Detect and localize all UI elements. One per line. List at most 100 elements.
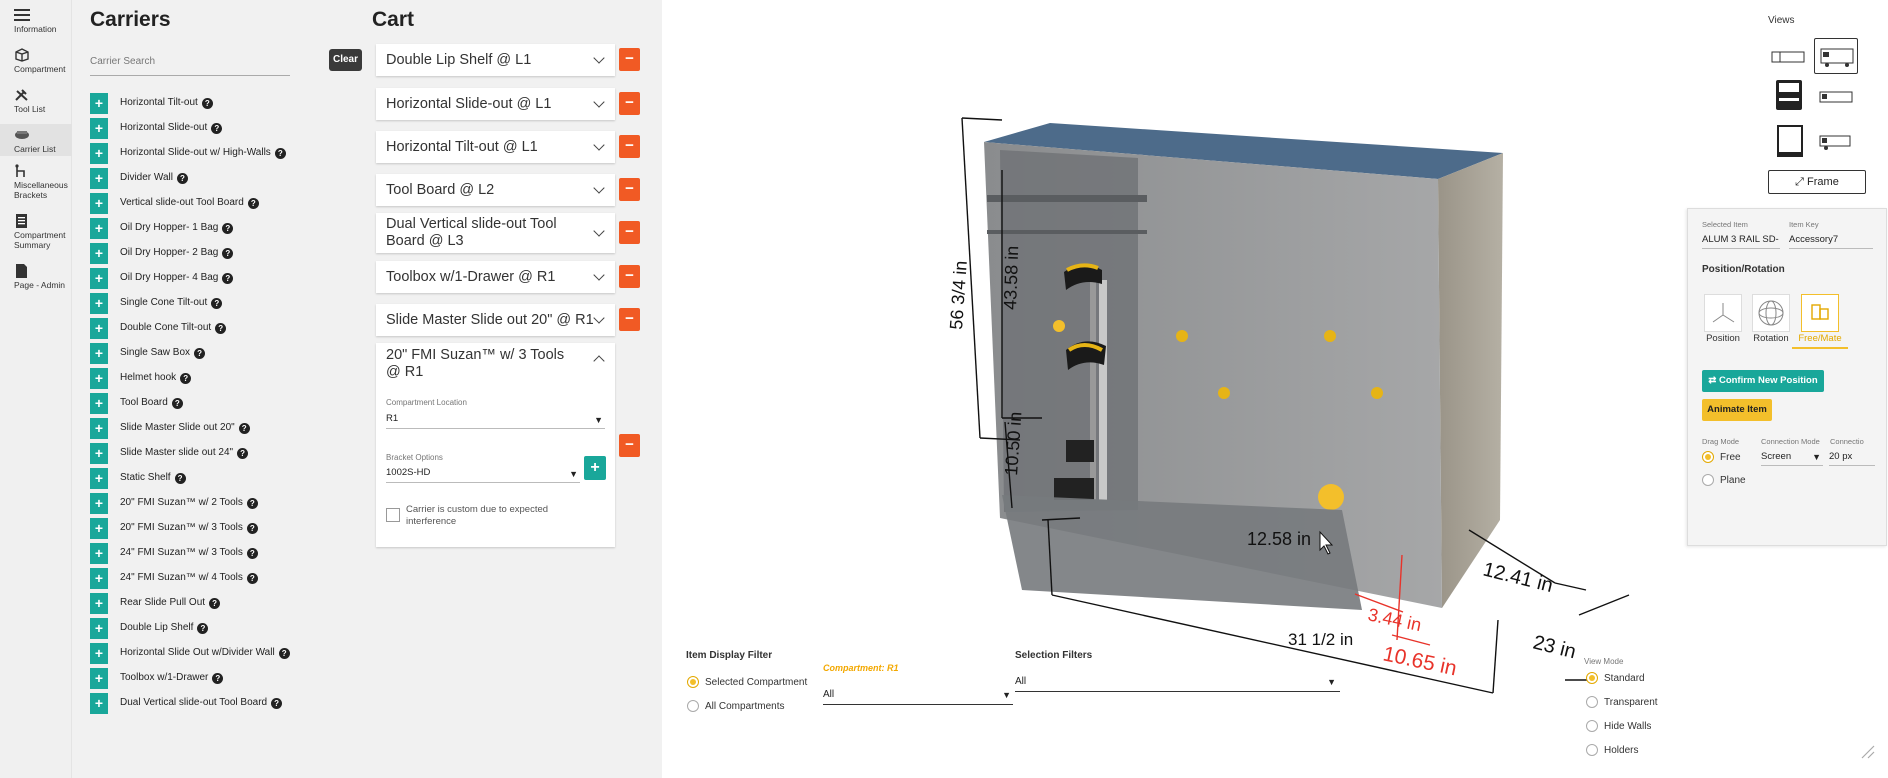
clear-button[interactable]: Clear xyxy=(329,49,362,71)
chevron-down-icon[interactable] xyxy=(593,96,605,108)
add-carrier-button[interactable]: + xyxy=(90,243,108,264)
help-icon[interactable]: ? xyxy=(194,348,206,359)
view-side-right[interactable] xyxy=(1814,38,1858,74)
marker[interactable] xyxy=(1218,387,1230,399)
connection-mode-select[interactable]: Screen ▼ xyxy=(1761,451,1823,466)
scene-canvas[interactable]: 56 3/4 in 43.58 in 10.50 in 12.58 in 12.… xyxy=(662,0,1888,778)
remove-button[interactable]: − xyxy=(619,135,640,158)
help-icon[interactable]: ? xyxy=(212,673,224,684)
rotation-mode-button[interactable] xyxy=(1752,294,1790,332)
help-icon[interactable]: ? xyxy=(197,623,209,634)
item-key-field[interactable]: Accessory7 xyxy=(1789,234,1873,249)
add-carrier-button[interactable]: + xyxy=(90,93,108,114)
remove-button[interactable]: − xyxy=(619,221,640,244)
remove-button[interactable]: − xyxy=(619,308,640,331)
add-carrier-button[interactable]: + xyxy=(90,218,108,239)
chevron-down-icon[interactable] xyxy=(593,312,605,324)
chevron-down-icon[interactable] xyxy=(593,182,605,194)
selected-item-field[interactable]: ALUM 3 RAIL SD- xyxy=(1702,234,1780,249)
add-carrier-button[interactable]: + xyxy=(90,668,108,689)
view-mode-hide-walls-radio[interactable] xyxy=(1586,720,1598,732)
help-icon[interactable]: ? xyxy=(222,273,234,284)
help-icon[interactable]: ? xyxy=(246,548,258,559)
cart-item[interactable]: Dual Vertical slide-out Tool Board @ L3 xyxy=(376,213,615,253)
add-carrier-button[interactable]: + xyxy=(90,343,108,364)
free-mate-mode-button[interactable] xyxy=(1801,294,1839,332)
add-carrier-button[interactable]: + xyxy=(90,618,108,639)
view-front[interactable] xyxy=(1768,78,1812,114)
cart-item[interactable]: Toolbox w/1-Drawer @ R1 xyxy=(376,261,615,293)
add-carrier-button[interactable]: + xyxy=(90,493,108,514)
all-compartments-radio[interactable] xyxy=(687,700,699,712)
nav-item-misc-brackets[interactable]: Miscellaneous Brackets xyxy=(0,164,72,204)
nav-item-carrier-list[interactable]: Carrier List xyxy=(0,124,72,156)
help-icon[interactable]: ? xyxy=(209,598,221,609)
chevron-up-icon[interactable] xyxy=(593,355,605,367)
help-icon[interactable]: ? xyxy=(211,298,223,309)
add-carrier-button[interactable]: + xyxy=(90,168,108,189)
view-mode-standard-radio[interactable] xyxy=(1586,672,1598,684)
cart-item[interactable]: Double Lip Shelf @ L1 xyxy=(376,44,615,76)
animate-item-button[interactable]: Animate Item xyxy=(1702,399,1772,421)
selected-marker[interactable] xyxy=(1318,484,1344,510)
remove-button[interactable]: − xyxy=(619,178,640,201)
nav-item-compartment[interactable]: Compartment xyxy=(0,48,72,78)
resize-icon[interactable] xyxy=(1861,745,1875,759)
compartment-location-select[interactable]: R1 ▼ xyxy=(386,413,605,429)
cart-item[interactable]: Horizontal Slide-out @ L1 xyxy=(376,88,615,120)
help-icon[interactable]: ? xyxy=(274,148,286,159)
connection-px-field[interactable]: 20 px xyxy=(1829,451,1875,466)
nav-item-information[interactable]: Information xyxy=(0,8,72,38)
remove-button[interactable]: − xyxy=(619,434,640,457)
view-mode-transparent-radio[interactable] xyxy=(1586,696,1598,708)
help-icon[interactable]: ? xyxy=(215,323,227,334)
add-carrier-button[interactable]: + xyxy=(90,593,108,614)
add-carrier-button[interactable]: + xyxy=(90,543,108,564)
add-carrier-button[interactable]: + xyxy=(90,393,108,414)
marker[interactable] xyxy=(1324,330,1336,342)
help-icon[interactable]: ? xyxy=(174,473,186,484)
help-icon[interactable]: ? xyxy=(222,223,234,234)
cart-item[interactable]: Tool Board @ L2 xyxy=(376,174,615,206)
help-icon[interactable]: ? xyxy=(211,123,223,134)
bracket-options-select[interactable]: 1002S-HD ▼ xyxy=(386,467,580,483)
view-top[interactable] xyxy=(1814,78,1858,114)
help-icon[interactable]: ? xyxy=(246,498,258,509)
help-icon[interactable]: ? xyxy=(237,448,249,459)
compartment-filter-select[interactable]: All ▼ xyxy=(823,689,1013,705)
view-rear[interactable] xyxy=(1768,124,1812,160)
drag-free-radio[interactable] xyxy=(1702,451,1714,463)
marker[interactable] xyxy=(1371,387,1383,399)
add-carrier-button[interactable]: + xyxy=(90,318,108,339)
add-carrier-button[interactable]: + xyxy=(90,418,108,439)
add-carrier-button[interactable]: + xyxy=(90,468,108,489)
nav-item-page-admin[interactable]: Page - Admin xyxy=(0,264,72,304)
add-carrier-button[interactable]: + xyxy=(90,443,108,464)
remove-button[interactable]: − xyxy=(619,48,640,71)
help-icon[interactable]: ? xyxy=(201,98,213,109)
help-icon[interactable]: ? xyxy=(246,523,258,534)
help-icon[interactable]: ? xyxy=(180,373,192,384)
confirm-new-position-button[interactable]: ⇄ Confirm New Position xyxy=(1702,370,1824,392)
nav-item-compartment-summary[interactable]: Compartment Summary xyxy=(0,214,72,254)
remove-button[interactable]: − xyxy=(619,92,640,115)
cabinet-model[interactable] xyxy=(984,123,1503,610)
drag-plane-radio[interactable] xyxy=(1702,474,1714,486)
cart-item[interactable]: Slide Master Slide out 20" @ R1 xyxy=(376,304,615,336)
add-carrier-button[interactable]: + xyxy=(90,193,108,214)
chevron-down-icon[interactable] xyxy=(593,52,605,64)
view-side-left[interactable] xyxy=(1766,38,1810,74)
view-iso[interactable] xyxy=(1814,124,1858,160)
help-icon[interactable]: ? xyxy=(171,398,183,409)
chevron-down-icon[interactable] xyxy=(593,225,605,237)
add-carrier-button[interactable]: + xyxy=(90,118,108,139)
help-icon[interactable]: ? xyxy=(238,423,250,434)
add-bracket-button[interactable]: + xyxy=(584,456,606,480)
selection-filter-select[interactable]: All ▼ xyxy=(1015,676,1340,692)
viewport-3d[interactable]: 56 3/4 in 43.58 in 10.50 in 12.58 in 12.… xyxy=(662,0,1888,778)
frame-button[interactable]: ⤢ Frame xyxy=(1768,170,1866,194)
add-carrier-button[interactable]: + xyxy=(90,568,108,589)
position-mode-button[interactable] xyxy=(1704,294,1742,332)
view-mode-holders-radio[interactable] xyxy=(1586,744,1598,756)
remove-button[interactable]: − xyxy=(619,265,640,288)
